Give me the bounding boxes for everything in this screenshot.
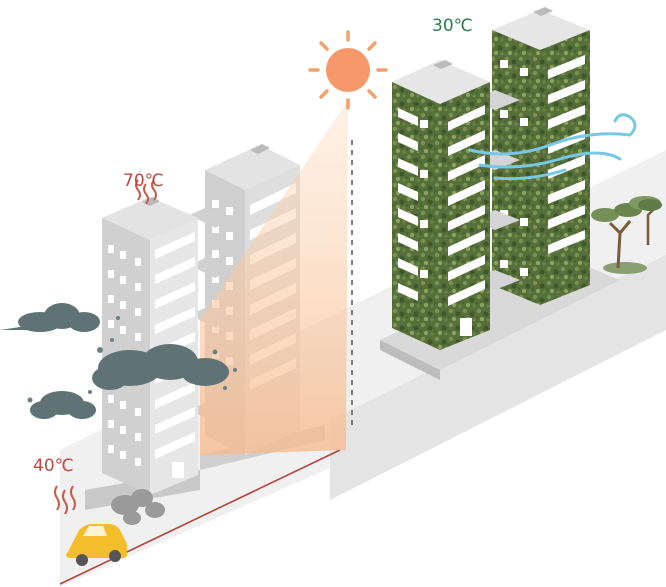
car-icon <box>66 524 127 566</box>
heat-wave-icon <box>135 179 157 205</box>
sunlight-beam <box>200 100 348 455</box>
street-edge-line <box>59 449 341 585</box>
wind-icon <box>468 113 637 181</box>
roof-temperature-green-label: 30℃ <box>432 16 473 36</box>
tree-icon <box>591 196 662 274</box>
exhaust-icon <box>111 489 165 525</box>
front-green-tower-windows <box>398 105 485 336</box>
sun-icon <box>308 30 388 110</box>
street-temperature-hot-label: 40℃ <box>33 456 74 476</box>
front-green-tower <box>392 60 490 350</box>
smog-particles <box>27 316 237 403</box>
roof-temperature-hot-label: 70℃ <box>123 171 164 191</box>
street-heat-wave-icon <box>54 485 76 515</box>
smog-cloud-icon <box>0 303 229 419</box>
